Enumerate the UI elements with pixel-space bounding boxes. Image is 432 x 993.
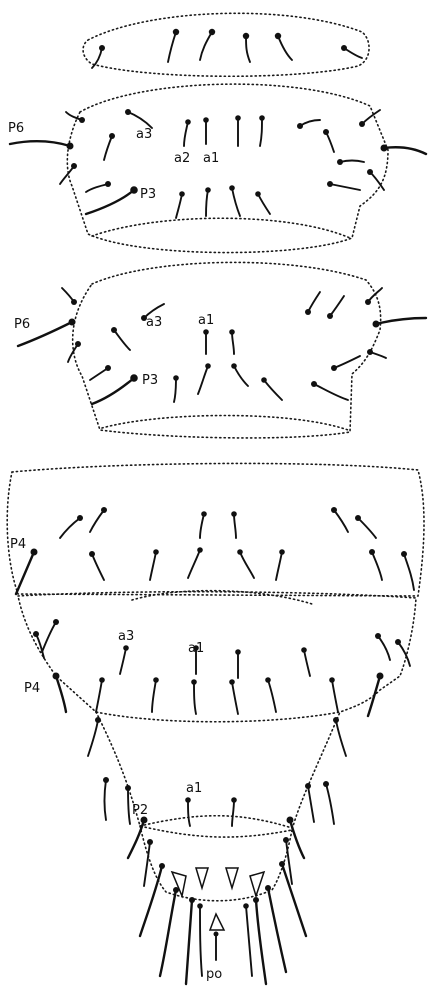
anal-spine-3 xyxy=(224,867,240,891)
segment-4-outline xyxy=(6,462,425,597)
label-s2-a3: a3 xyxy=(136,127,152,142)
label-s6-p2: P2 xyxy=(132,803,148,818)
label-s5-a1: a1 xyxy=(188,641,204,656)
label-s3-p3: P3 xyxy=(142,373,158,388)
label-s3-p6: P6 xyxy=(14,317,30,332)
anal-spine-5 xyxy=(208,912,226,931)
label-s3-a3: a3 xyxy=(146,315,162,330)
segment-5-setae xyxy=(33,619,411,718)
segment-6-inner-edge xyxy=(139,814,293,829)
segment-2-outline xyxy=(66,83,389,254)
label-s2-a2: a2 xyxy=(174,151,190,166)
anal-spine-4 xyxy=(249,870,266,899)
label-s2-p6: P6 xyxy=(8,121,24,136)
label-s3-a1: a1 xyxy=(198,313,214,328)
segment-3-setae xyxy=(16,287,428,406)
segment-6-outline xyxy=(95,711,341,838)
segment-3-inner-edge xyxy=(101,414,349,431)
segment-2-setae xyxy=(8,109,428,219)
segment-5-outline xyxy=(17,590,417,723)
label-s2-a1: a1 xyxy=(203,151,219,166)
segment-7-setae xyxy=(138,861,308,986)
label-s2-p3: P3 xyxy=(140,187,156,202)
anal-spine-1 xyxy=(170,870,187,899)
label-s6-a1: a1 xyxy=(186,781,202,796)
label-s4-p4: P4 xyxy=(10,537,26,552)
segment-2-inner-edge xyxy=(91,217,351,239)
segment-1-outline xyxy=(82,12,370,78)
labels: P6 a3 a2 a1 P3 P6 a3 a1 P3 P4 a3 a1 P4 a… xyxy=(8,121,222,982)
segment-5-overlap xyxy=(131,589,313,605)
segment-3-outline xyxy=(71,261,382,439)
segment-6-setae xyxy=(87,717,347,887)
anal-spine-2 xyxy=(194,867,210,891)
segment-4-setae xyxy=(14,507,415,596)
label-s5-a3: a3 xyxy=(118,629,134,644)
segment-1-setae xyxy=(91,28,363,69)
label-s7-po: po xyxy=(206,967,222,982)
label-s5-p4: P4 xyxy=(24,681,40,696)
